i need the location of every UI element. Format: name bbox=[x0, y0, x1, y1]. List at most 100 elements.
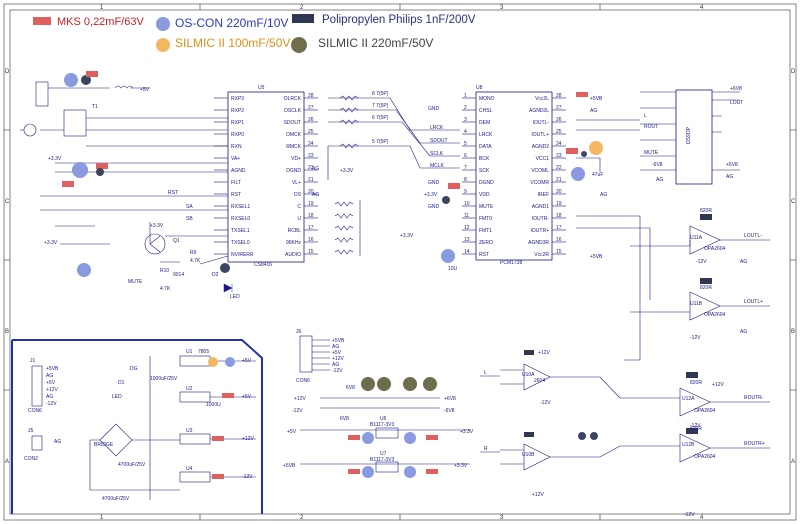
cap-oscon-input-top bbox=[64, 73, 78, 87]
u11a-label: U11A bbox=[690, 235, 703, 241]
u5-left-pin-name-8: RST bbox=[231, 192, 241, 198]
u8-left-pin-name-2: DEM bbox=[479, 120, 490, 126]
u8-right-pin-num-0: 28 bbox=[556, 93, 562, 99]
power-supply-boundary bbox=[11, 339, 263, 514]
legend-polipropylen-swatch bbox=[292, 14, 314, 23]
u8-47uf: 47uF bbox=[592, 172, 603, 178]
cap-poly-out1 bbox=[700, 214, 712, 220]
u8-left-pin-name-3: LRCK bbox=[479, 132, 493, 138]
u10a-label: U10A bbox=[522, 372, 535, 378]
cap-poly-u8-vdd bbox=[442, 196, 450, 204]
d2-led: LED bbox=[230, 294, 240, 300]
col-label-1-bottom: 1 bbox=[100, 515, 104, 521]
d2-label: D2 bbox=[212, 272, 219, 278]
u11b-part: OPA2604 bbox=[704, 312, 726, 318]
u8-left-pin-name-4: DATA bbox=[479, 144, 492, 150]
net-routm: ROUTR- bbox=[744, 395, 764, 401]
net-lrck: LRCK bbox=[430, 125, 444, 131]
net-ag-relay: AG bbox=[656, 177, 663, 183]
u5-right-resistors bbox=[334, 200, 361, 256]
u8-right-pin-name-1: AGND3L bbox=[529, 108, 549, 114]
r9-val: 4.7K bbox=[190, 258, 201, 264]
digital-bus-wires bbox=[327, 97, 460, 180]
output-opamps bbox=[480, 216, 770, 471]
u7-label: U7 bbox=[380, 451, 387, 457]
cap4700b-label: 4700uF/25V bbox=[102, 496, 130, 502]
sheet-frame bbox=[3, 3, 797, 521]
u8-left-pin-num-4: 5 bbox=[464, 141, 467, 147]
u8-right-pin-name-13: Vcc2R bbox=[534, 252, 549, 258]
j6-area bbox=[299, 335, 470, 465]
u8-right-pin-num-11: 17 bbox=[556, 225, 562, 231]
u6-part: B1117-3V3 bbox=[370, 422, 394, 428]
cap-oscon-psu1 bbox=[225, 357, 235, 367]
j6-net-12v: +12V bbox=[332, 356, 344, 362]
u8-right-pin-num-8: 20 bbox=[556, 189, 562, 195]
u10a-part: 2604 bbox=[534, 378, 545, 384]
u12a-label: U12A bbox=[682, 396, 695, 402]
u5-right-pin-num-2: 26 bbox=[308, 117, 314, 123]
cap-mks-filt bbox=[62, 181, 74, 187]
cap-oscon-33v bbox=[77, 263, 91, 277]
u5-right-pin-num-7: 21 bbox=[308, 177, 314, 183]
u5-right-pin-num-10: 18 bbox=[308, 213, 314, 219]
u1-label: U1 bbox=[186, 349, 193, 355]
u8-left-pin-name-8: VDD bbox=[479, 192, 490, 198]
u5-chip: U5 CS8416 RXP3RXP2RXP1RXP0RXNVA+AGNDFILT… bbox=[214, 85, 318, 268]
u5-right-pin-name-4: RMCK bbox=[286, 144, 301, 150]
cap-mks-vcc1 bbox=[566, 148, 578, 154]
u5-right-pin-num-4: 24 bbox=[308, 141, 314, 147]
cap-mks-u6b bbox=[426, 435, 438, 440]
j5-name: CON2 bbox=[24, 456, 38, 462]
cap-poly-va bbox=[96, 168, 104, 176]
u8-left-pin-num-7: 8 bbox=[464, 177, 467, 183]
col-label-4-bottom: 4 bbox=[700, 515, 704, 521]
u8-right-pin-num-10: 18 bbox=[556, 213, 562, 219]
row-label-d: D bbox=[5, 69, 10, 75]
net-ag-u8: AG bbox=[590, 108, 597, 114]
cap-oscon-u8-rst bbox=[441, 249, 455, 263]
u8-right-pin-num-1: 27 bbox=[556, 105, 562, 111]
net-5vb-u8: +5VB bbox=[590, 96, 603, 102]
cap-poly-input-top bbox=[81, 75, 91, 85]
u1-part: 7805 bbox=[198, 349, 209, 355]
psu-net-12v: +12V bbox=[242, 436, 254, 442]
r820-3: 820R bbox=[690, 380, 702, 386]
reg-net-p6v8: +6V8 bbox=[444, 396, 456, 402]
u5-right-pin-name-1: OSCLK bbox=[284, 108, 302, 114]
r-label-1: 8 7(5P) bbox=[372, 91, 389, 97]
net-33va-u8b: +3.3V bbox=[400, 233, 414, 239]
net-sb: SB bbox=[186, 216, 193, 222]
u5-left-pin-name-7: FILT bbox=[231, 180, 241, 186]
net-33v-left: +3.3V bbox=[48, 156, 62, 162]
r820-1: 820R bbox=[700, 208, 712, 214]
legend-swatches bbox=[33, 14, 314, 53]
cap-poly-out5 bbox=[524, 350, 534, 355]
u11b-label: U11B bbox=[690, 301, 703, 307]
u8-right-pin-num-7: 21 bbox=[556, 177, 562, 183]
j6-label: J6 bbox=[296, 329, 302, 335]
col-label-4: 4 bbox=[700, 5, 704, 11]
cap-mks-input-top bbox=[86, 71, 98, 77]
u11a-part: OPA2604 bbox=[704, 246, 726, 252]
net-m12v-out2: -12V bbox=[690, 335, 701, 341]
u6-label: U6 bbox=[380, 416, 387, 422]
cap-oscon-u6b bbox=[404, 432, 416, 444]
cap-silmic-6v8-c bbox=[403, 377, 417, 391]
net-sa: SA bbox=[186, 204, 193, 210]
cap4700-label: 4700uF/25V bbox=[118, 462, 146, 468]
net-mclk: MCLK bbox=[430, 163, 445, 169]
j1-name: CON6 bbox=[28, 408, 42, 414]
u8-right-pin-name-11: IOUTR+ bbox=[531, 228, 550, 234]
u5-left-pin-name-0: RXP3 bbox=[231, 96, 244, 102]
legend-silmic100-swatch bbox=[156, 38, 170, 52]
cap-mks-u6a bbox=[348, 435, 360, 440]
u8-left-pin-name-9: MUTE bbox=[479, 204, 494, 210]
reg-net-33va: +3.3V bbox=[454, 463, 468, 469]
col-label-3-bottom: 3 bbox=[500, 515, 504, 521]
u2-label: U2 bbox=[186, 386, 193, 392]
u5-right-pin-name-10: U bbox=[297, 216, 301, 222]
u4-label: U4 bbox=[186, 466, 193, 472]
